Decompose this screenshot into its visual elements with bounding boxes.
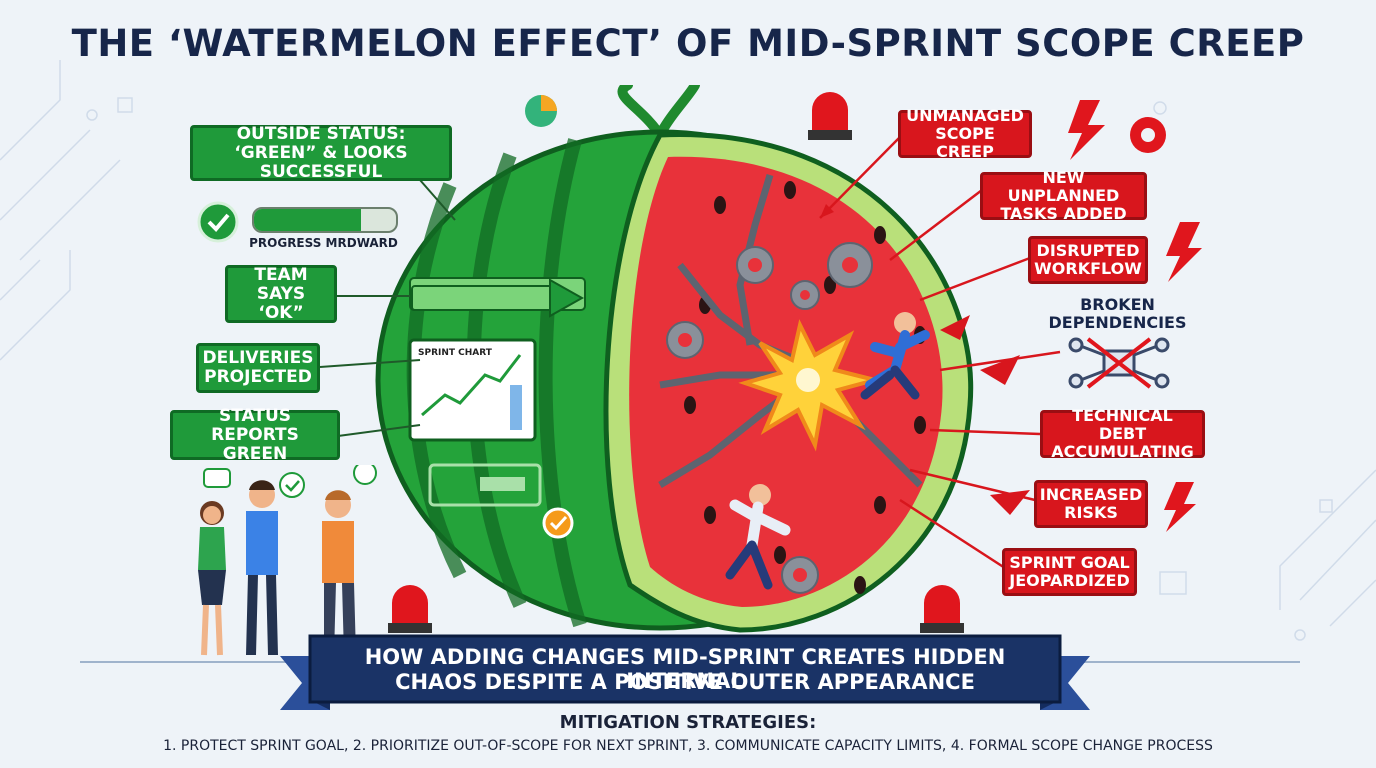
page-title: THE ‘WATERMELON EFFECT’ OF MID-SPRINT SC…: [71, 22, 1305, 65]
gear-icon: [1141, 128, 1155, 142]
check-icon: [542, 507, 574, 539]
unmanaged-scope-creep-label: UNMANAGED SCOPE CREEP: [898, 107, 1032, 161]
speech-bubble-icon: [279, 472, 305, 498]
watermelon-illustration: [375, 85, 974, 633]
team-says-ok-label: TEAM SAYS ‘OK”: [225, 265, 337, 323]
alarm-light-icon: [388, 585, 432, 633]
progress-fill: [254, 209, 361, 231]
banner-line-2: CHAOS DESPITE A POSITIVE OUTER APPEARANC…: [395, 670, 975, 694]
deliveries-projected-label: DELIVERIES PROJECTED: [196, 343, 320, 393]
team-illustration: [198, 465, 377, 656]
speech-bubble-icon: [353, 465, 377, 485]
progress-screen: [428, 463, 542, 507]
lightning-icon: [1166, 222, 1202, 282]
disrupted-workflow-label: DISRUPTED WORKFLOW: [1028, 236, 1148, 284]
progress-bar: [252, 207, 398, 233]
broken-dependencies-icon: [1068, 337, 1170, 389]
lightning-icon: [1164, 482, 1196, 532]
status-reports-label: STATUS REPORTS GREEN: [170, 406, 340, 463]
stressed-worker-upper: [860, 312, 930, 400]
stressed-worker-lower: [725, 484, 791, 590]
progress-label: PROGRESS MRDWARD: [249, 236, 398, 250]
broken-dependencies-label: BROKEN DEPENDENCIES: [1048, 295, 1187, 332]
check-icon: [197, 201, 239, 243]
sprint-goal-jeopardized-label: SPRINT GOAL JEOPARDIZED: [1002, 548, 1137, 596]
sprint-chart-label: SPRINT CHART: [418, 348, 492, 358]
new-unplanned-tasks-label: NEW UNPLANNED TASKS ADDED: [980, 169, 1147, 223]
banner-line-1: HOW ADDING CHANGES MID-SPRINT CREATES HI…: [364, 645, 1006, 693]
banner-ribbon: [280, 634, 1090, 710]
technical-debt-label: TECHNICAL DEBT ACCUMULATING: [1040, 407, 1205, 461]
alarm-light-icon: [808, 92, 852, 140]
outside-status-label: OUTSIDE STATUS: ‘GREEN” & LOOKS SUCCESSF…: [190, 124, 452, 181]
lightning-icon: [1068, 100, 1166, 160]
mitigation-heading: MITIGATION STRATEGIES:: [559, 712, 817, 733]
forward-arrow-icon: [411, 278, 585, 318]
alarm-light-icon: [920, 585, 964, 633]
speech-bubble-icon: [203, 468, 231, 488]
pie-chart-icon: [525, 95, 557, 127]
increased-risks-label: INCREASED RISKS: [1034, 480, 1148, 528]
mitigation-items: 1. PROTECT SPRINT GOAL, 2. PRIORITIZE OU…: [163, 738, 1213, 754]
